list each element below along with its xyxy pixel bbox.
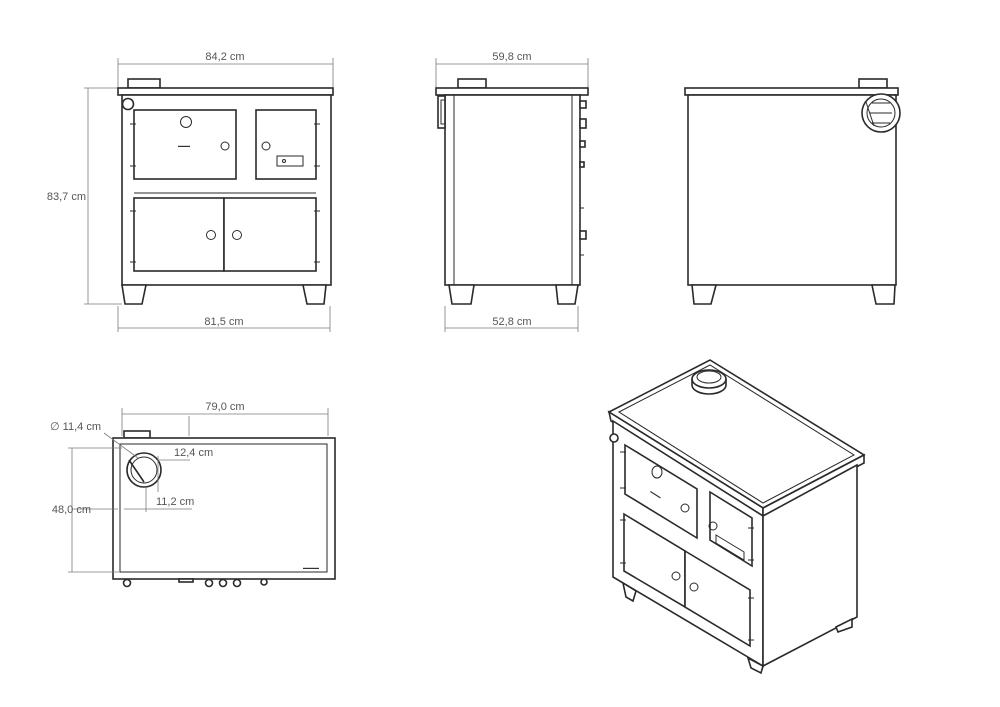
flue-diameter-label: ∅ 11,4 cm [50, 421, 101, 433]
side-view: 59,8 cm 52,8 cm [435, 51, 589, 332]
side-bottom-depth-label: 52,8 cm [492, 316, 531, 328]
front-view: 84,2 cm 83,7 cm ▬▬▬ [47, 51, 334, 332]
top-view: 79,0 cm ∅ 11,4 cm 12,4 cm 11,2 cm 48,0 c… [50, 401, 336, 588]
top-width-label: 79,0 cm [205, 401, 244, 413]
knob-icon [121, 97, 135, 111]
flue-offset-x-label: 12,4 cm [174, 447, 213, 459]
front-height-label: 83,7 cm [47, 191, 86, 203]
brand-mark: ▬▬▬ [178, 143, 190, 148]
svg-text:▬▬▬: ▬▬▬ [649, 489, 662, 500]
side-top-depth-label: 59,8 cm [492, 51, 531, 63]
brand-mark: ▬▬▬▬ [303, 565, 319, 570]
flue-offset-y-label: 11,2 cm [156, 496, 194, 508]
isometric-view: ▬▬▬ [607, 359, 866, 675]
top-depth-label: 48,0 cm [52, 504, 91, 516]
front-top-width-label: 84,2 cm [205, 51, 244, 63]
front-bottom-width-label: 81,5 cm [204, 316, 243, 328]
back-view [684, 78, 901, 305]
